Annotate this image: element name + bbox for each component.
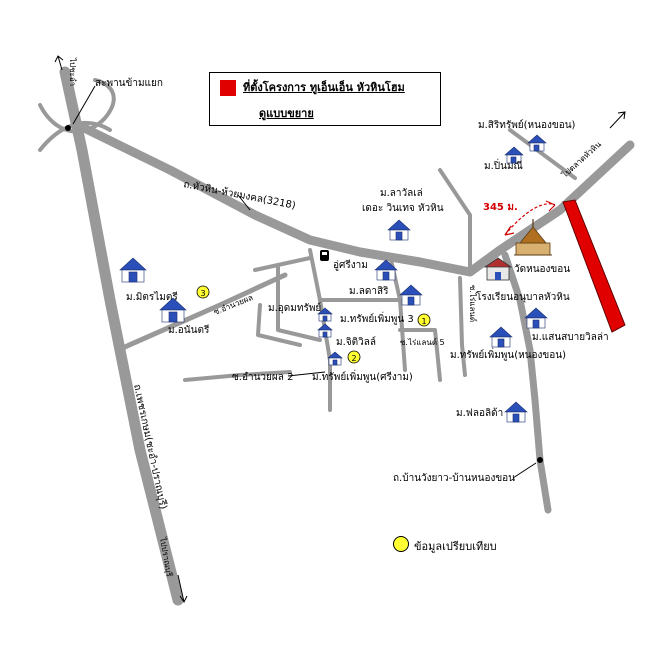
label-lavalle: ม.ลาวัลเล่ [380, 188, 423, 199]
leader-wangyao [512, 462, 537, 479]
arrow-pranburi [177, 574, 188, 603]
marker-2-label: 2 [351, 354, 356, 363]
label-wat: วัดหนองขอน [514, 264, 570, 275]
legend-subtitle[interactable]: ดูแบบขยาย [259, 107, 314, 120]
label-ladasiri: ม.ลดาสิริ [349, 286, 389, 297]
village-icon-ladasiri-1 [374, 259, 398, 281]
label-soi-rai-land5: ซ.ไร่แลนด์ 5 [400, 337, 445, 347]
project-site [562, 199, 626, 333]
road-local-7 [256, 303, 302, 347]
label-sapperm-nongkhon: ม.ทรัพย์เพิ่มพูน(หนองขอน) [450, 347, 566, 361]
marker-3-label: 3 [200, 289, 205, 298]
road-soi-rai-land [458, 276, 467, 377]
label-anantree: ม.อนันตรี [168, 324, 210, 336]
label-sapperm3: ม.ทรัพย์เพิ่มพูน 3 [340, 311, 414, 325]
road-interchange-2 [38, 120, 112, 152]
road-ban-wangyao [501, 251, 552, 514]
label-to-cha-am: ไปชะอำ [68, 57, 77, 86]
village-icon-lavalle [387, 219, 411, 241]
marker-3: 3 [196, 285, 210, 299]
arrow-cha-am [54, 55, 64, 71]
village-icon-sansabai [524, 307, 548, 329]
label-lavalle-2: เดอะ วินเทจ หัวหิน [362, 203, 444, 214]
road-siritrap [508, 128, 577, 180]
bridge-point [65, 125, 71, 131]
school-icon [483, 257, 513, 281]
label-amnuaiphon2: ซ.อำนวยผล 2 [232, 372, 293, 383]
village-icon-jitivan [317, 323, 333, 338]
arrow-market [609, 111, 626, 129]
village-icon-pinmanee [504, 146, 524, 164]
village-icon-sriram [327, 351, 343, 366]
project-swatch [220, 80, 236, 96]
legend-box: ที่ตั้งโครงการ ทูเอ็นเอ็น หัวหินโฮม ดูแบ… [209, 72, 441, 126]
distance-arrow-right [545, 200, 556, 212]
village-icons [119, 134, 548, 423]
road-north-branch [438, 168, 472, 274]
temple-icon [514, 219, 552, 256]
label-usriram: อู่ศรีงาม [333, 259, 368, 271]
comparison-marker-icon [393, 536, 409, 552]
village-icon-florida [504, 401, 528, 423]
bus-icon [320, 250, 329, 261]
marker-2: 2 [347, 350, 361, 364]
label-jitivan: ม.จิติวิลล์ [336, 336, 376, 348]
marker-1-label: 1 [421, 317, 426, 326]
label-mitmaitri: ม.มิตรไมตรี [126, 291, 178, 303]
road-interchange [38, 78, 116, 134]
village-icon-ladasiri-2 [399, 284, 423, 306]
village-icon-anantree [159, 297, 187, 323]
label-school: โรงเรียนอนุบาลหัวหิน [476, 290, 570, 303]
label-soi-rai-land: ซ.ไร่แลนด์ [468, 285, 478, 322]
label-sansabai: ม.แสนสบายวิลล่า [532, 332, 609, 343]
label-ban-wangyao: ถ.บ้านวังยาว-บ้านหนองขอน [393, 472, 515, 484]
leader-road3218 [237, 194, 251, 211]
road-local-4 [358, 250, 402, 302]
leader-bridge [72, 85, 96, 125]
label-sapperm-sriram: ม.ทรัพย์เพิ่มพูน(ศรีงาม) [312, 369, 413, 383]
village-icon-siritrap [527, 134, 547, 152]
village-icon-sapperm-nongkhon [489, 326, 513, 348]
village-icon-udomsap [317, 307, 333, 322]
label-siritrap: ม.สิริทรัพย์(หนองขอน) [478, 119, 576, 131]
distance-arrow-left [504, 225, 515, 236]
road-amnuaiphon [115, 272, 288, 353]
road-local-1 [276, 263, 322, 342]
label-pinmanee: ม.ปิ่นมณี [484, 158, 523, 172]
label-bridge: สะพานข้ามแยก [95, 77, 163, 89]
label-udomsap: ม.อุดมทรัพย์ [268, 302, 321, 314]
marker-1: 1 [417, 313, 431, 327]
junction-point [537, 457, 543, 463]
village-icon-mitmaitri [119, 257, 147, 283]
legend-title: ที่ตั้งโครงการ ทูเอ็นเอ็น หัวหินโฮม [243, 81, 405, 94]
leader-amnuaiphon2 [287, 371, 326, 377]
label-florida: ม.ฟลอลิด้า [456, 407, 503, 419]
road-local-5 [253, 256, 312, 272]
road-local-6 [398, 328, 442, 382]
distance-label: 345 ม. [483, 202, 518, 213]
road-local-8 [183, 370, 292, 382]
comparison-note-text: ข้อมูลเปรียบเทียบ [414, 540, 497, 553]
